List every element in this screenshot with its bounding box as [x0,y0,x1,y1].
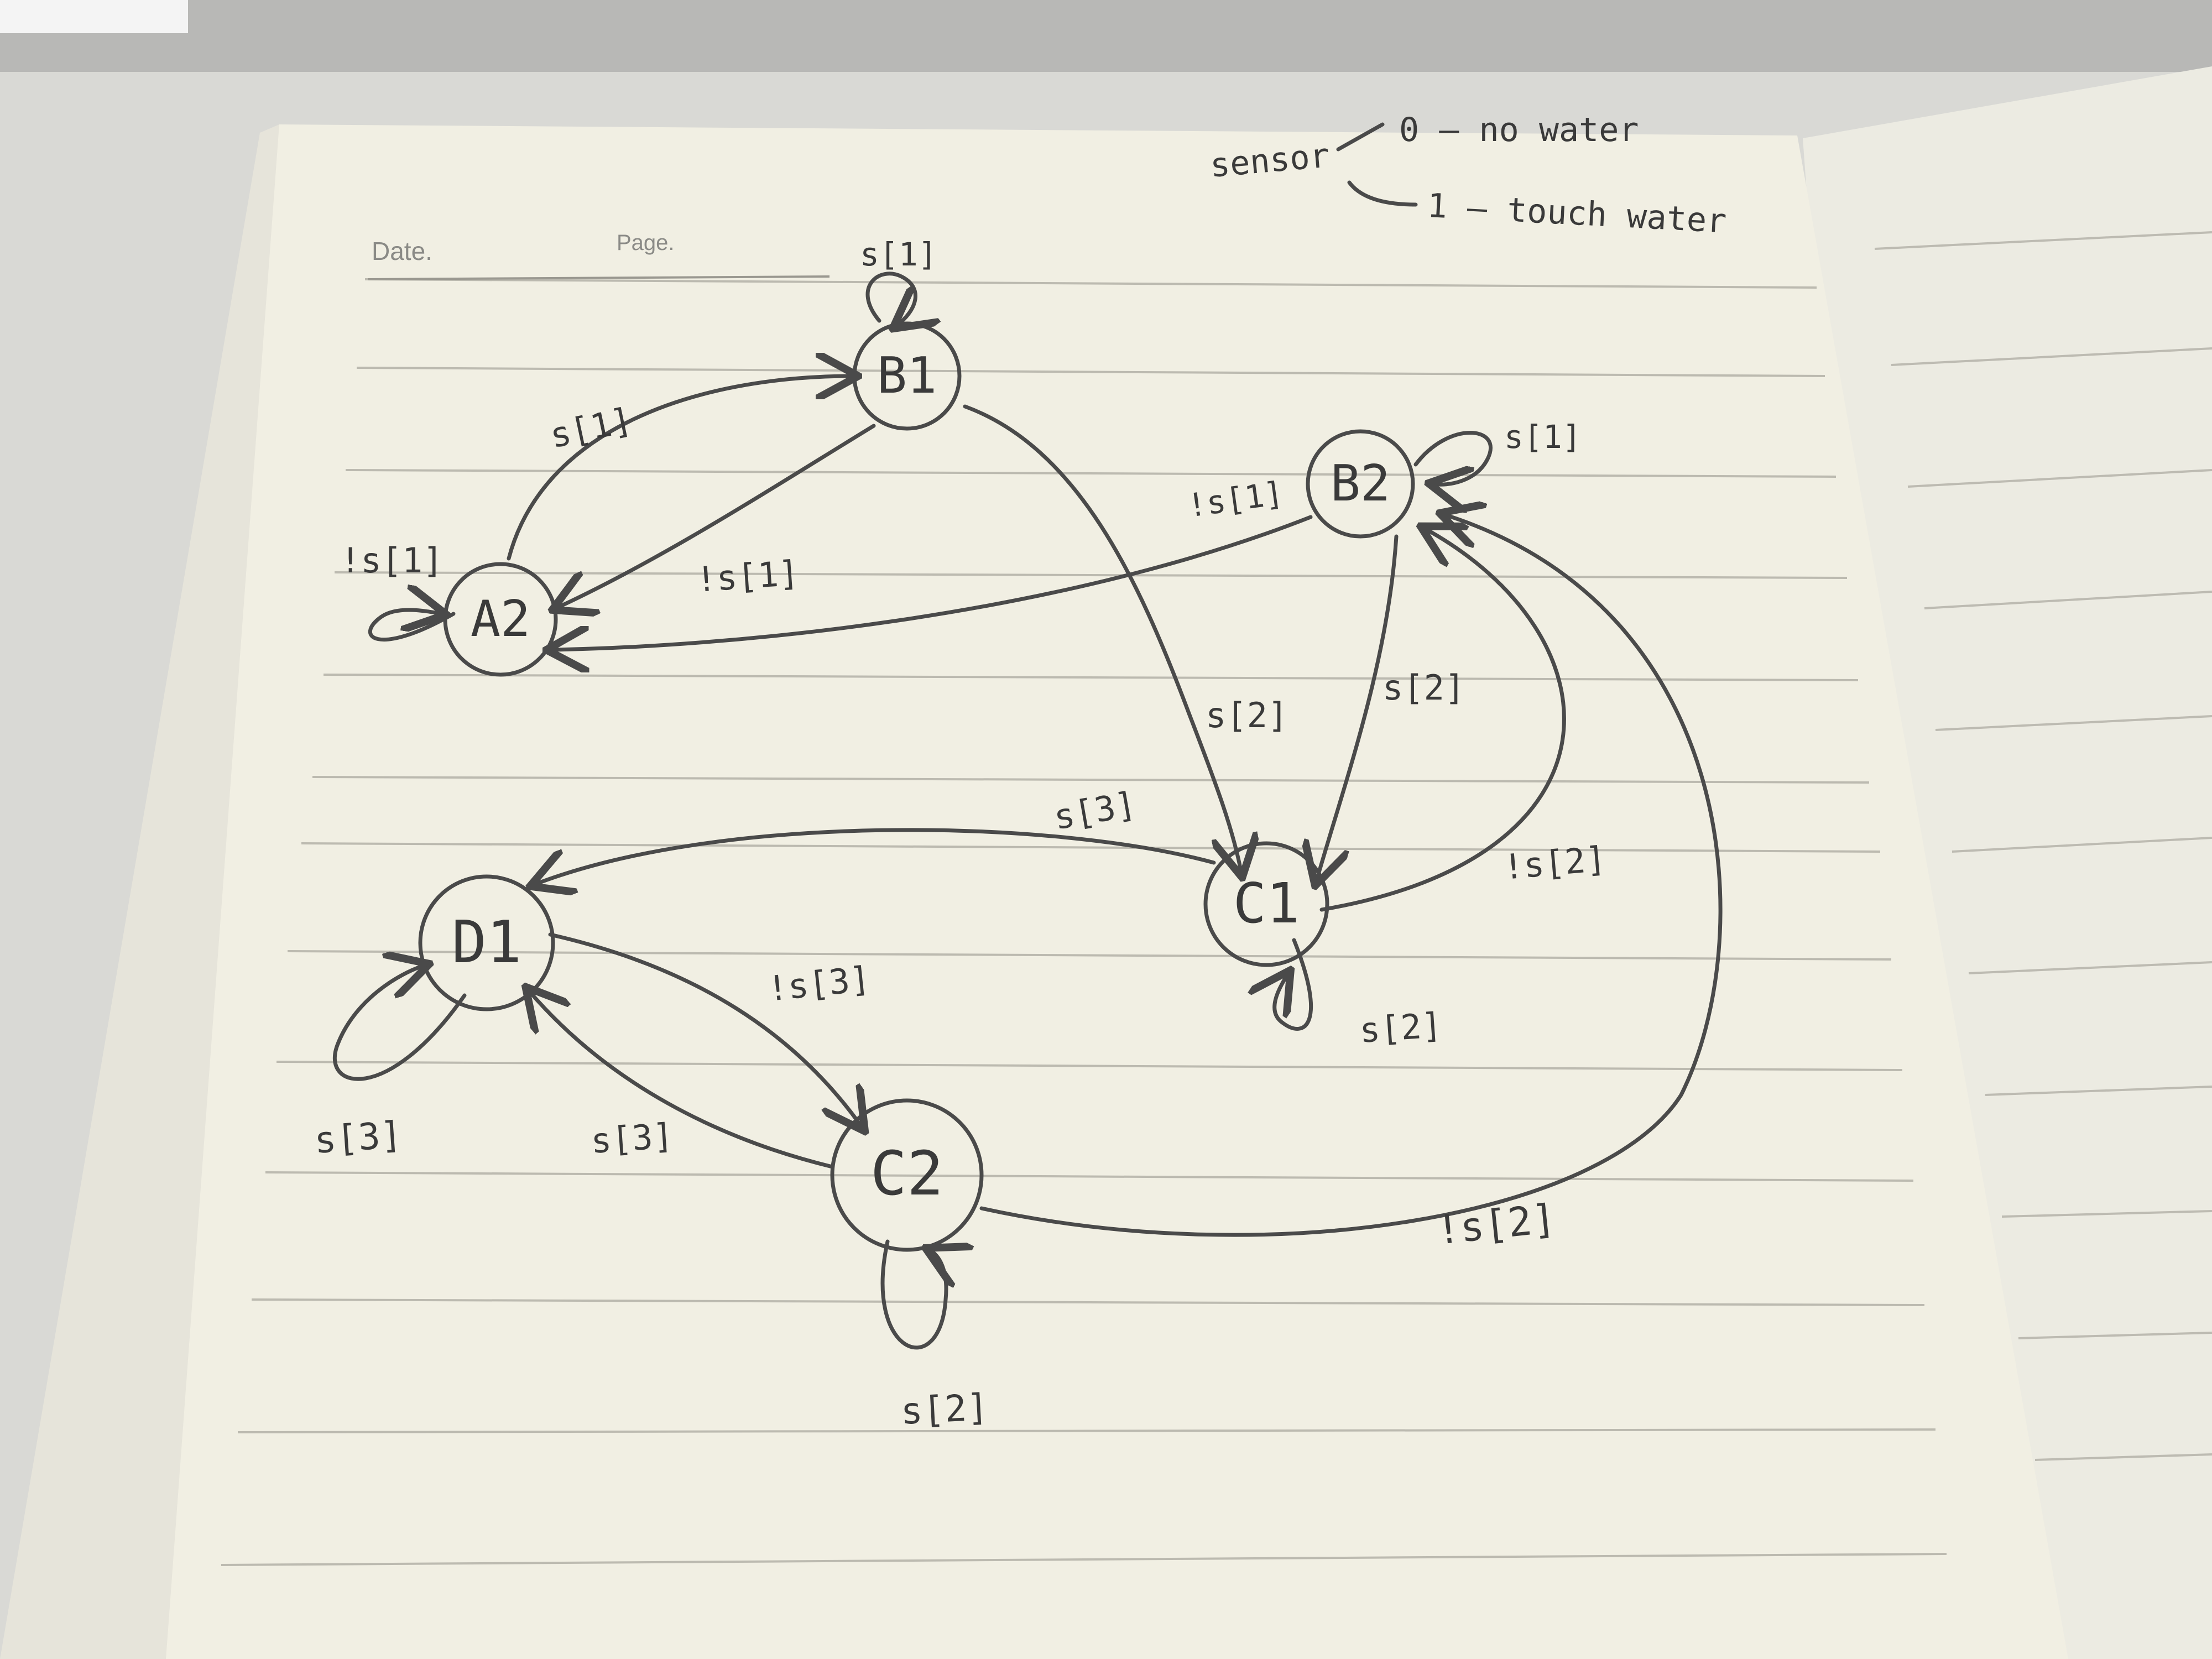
state-c1-circle [1203,841,1329,967]
state-b2-circle [1306,429,1415,539]
edge-c2-self [880,1239,946,1350]
edge-d1-self [332,965,467,1081]
state-d1-label: D1 [452,909,521,976]
edge-d1-to-c2 [548,932,863,1128]
right-page-rules [1874,231,2212,1461]
state-c1-label: C1 [1233,871,1300,936]
state-b1-label: B1 [877,347,937,405]
edge-c1-to-d1 [534,828,1216,885]
edges [332,272,1723,1350]
label-c2-self: s[2] [900,1386,990,1433]
edge-c1-to-b2 [1319,528,1566,912]
state-c2-label: C2 [870,1138,943,1209]
edge-b2-to-c1 [1316,534,1399,882]
state-b2: B2 [1306,429,1415,539]
legend-arrow-zero [1336,122,1385,152]
edge-c2-to-b2 [979,514,1723,1237]
state-c2-circle [830,1098,984,1252]
label-b1-to-a2: !s[1] [695,552,800,600]
page-stack-edge [0,124,279,1659]
edge-b1-to-c1 [963,404,1241,874]
label-b1-self: s[1] [860,236,937,273]
state-b2-label: B2 [1331,455,1390,513]
state-c2: C2 [830,1098,984,1252]
legend-arrow-one [1347,180,1418,205]
state-c1: C1 [1203,841,1329,967]
page-label: Page. [617,231,675,255]
notebook-page [166,124,2068,1659]
edge-c1-self [1275,938,1313,1031]
states: B1 B2 A2 C1 C2 D1 [418,321,1415,1252]
page-rules [221,278,1947,1566]
edge-b1-to-a2 [556,424,876,608]
laptop-edge [0,0,2212,72]
state-d1-circle [418,874,555,1011]
label-c1-to-b2: !s[2] [1501,838,1608,888]
edge-b1-self [865,272,915,326]
label-a2-self: !s[1] [340,540,444,581]
label-b2-to-c1: s[2] [1383,667,1465,708]
label-b1-to-c1: s[2] [1206,695,1288,735]
state-d1: D1 [418,874,555,1011]
edge-a2-to-b1 [507,376,854,561]
state-b1: B1 [852,321,962,431]
state-a2-label: A2 [471,590,530,648]
edge-a2-self [368,610,456,642]
laptop-screen-corner [0,0,188,33]
legend-zero: 0 — no water [1399,111,1639,149]
label-c1-self: s[2] [1358,1005,1443,1051]
edge-labels: s[1] s[1] !s[1] !s[1] !s[1] s[1] s[2] s[… [313,236,1608,1433]
state-a2: A2 [443,562,558,677]
edge-b2-self [1413,431,1493,485]
header-double-rule [367,275,830,280]
label-b2-self: s[1] [1504,418,1582,456]
label-c2-to-d1: s[3] [589,1115,675,1161]
state-b1-circle [852,321,962,431]
label-d1-self: s[3] [313,1113,404,1162]
edge-c2-to-d1 [528,990,834,1169]
edge-b2-to-a2 [550,515,1313,650]
date-label: Date. [372,237,432,265]
state-a2-circle [443,562,558,677]
